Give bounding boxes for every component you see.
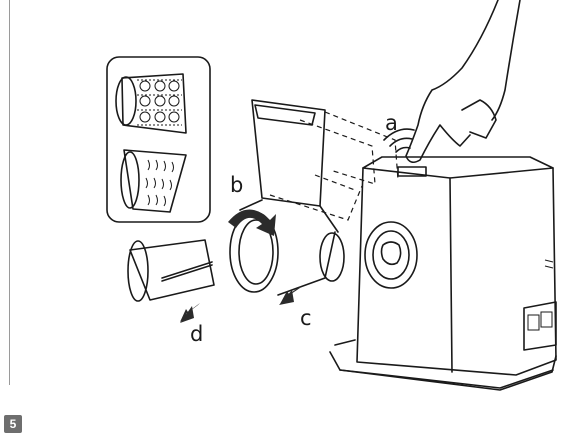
rotate-arrow-icon (228, 209, 276, 236)
motor-unit (330, 157, 556, 390)
switch-panel (524, 302, 556, 350)
arrow-c-icon (279, 286, 301, 305)
label-d: d (190, 322, 203, 346)
arrow-d-icon (180, 303, 200, 323)
coarse-drum-icon (116, 74, 186, 133)
step-number-badge: 5 (4, 415, 22, 433)
label-c: c (300, 306, 312, 330)
slicer-drum (128, 240, 214, 301)
fine-drum-icon (121, 150, 186, 212)
label-a: a (385, 111, 398, 135)
drum-options-inset (107, 57, 210, 222)
attached-position-outline (270, 112, 398, 220)
hand-pressing-icon (406, 0, 520, 162)
label-b: b (230, 173, 243, 197)
